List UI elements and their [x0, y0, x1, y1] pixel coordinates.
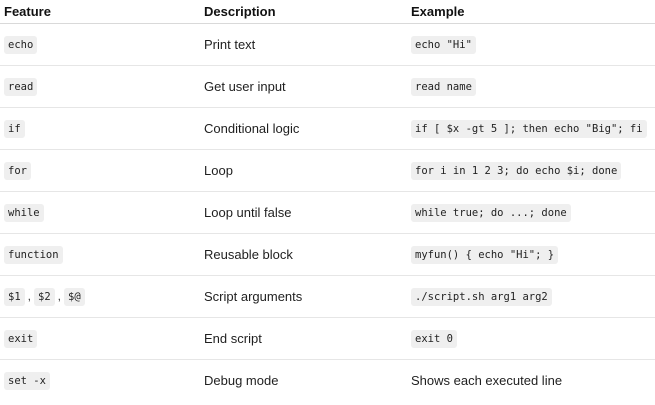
example-code: echo "Hi" [411, 35, 476, 54]
description-text: Print text [204, 36, 256, 52]
table-row: set -x Debug mode Shows each executed li… [0, 360, 655, 402]
example-code: while true; do ...; done [411, 203, 571, 222]
feature-code: function [4, 245, 63, 264]
description-text: Debug mode [204, 373, 279, 388]
description-text: End script [204, 330, 262, 346]
example-code: ./script.sh arg1 arg2 [411, 287, 552, 306]
header-example: Example [411, 3, 465, 19]
description-text: Loop until false [204, 204, 292, 220]
table-row: for Loop for i in 1 2 3; do echo $i; don… [0, 150, 655, 192]
table-row: read Get user input read name [0, 66, 655, 108]
feature-code: for [4, 161, 31, 180]
header-feature: Feature [4, 3, 51, 19]
description-text: Conditional logic [204, 120, 300, 136]
description-text: Reusable block [204, 246, 293, 262]
example-text: Shows each executed line [411, 373, 563, 388]
feature-separator: , [57, 288, 61, 303]
table-row: echo Print text echo "Hi" [0, 24, 655, 66]
example-code: read name [411, 77, 476, 96]
feature-code: exit [4, 329, 38, 348]
feature-code: $@ [64, 287, 85, 306]
feature-code: echo [4, 35, 38, 54]
description-text: Script arguments [204, 288, 303, 304]
table-row: exit End script exit 0 [0, 318, 655, 360]
description-text: Loop [204, 162, 233, 178]
feature-code: while [4, 203, 44, 222]
example-code: exit 0 [411, 329, 457, 348]
feature-code: $2 [34, 287, 55, 306]
table-header-row: Feature Description Example [0, 0, 655, 24]
feature-code: set -x [4, 372, 50, 390]
feature-code: $1 [4, 287, 25, 306]
example-code: myfun() { echo "Hi"; } [411, 245, 559, 264]
table-row: while Loop until false while true; do ..… [0, 192, 655, 234]
description-text: Get user input [204, 78, 286, 94]
feature-code: if [4, 119, 25, 138]
feature-separator: , [27, 288, 31, 303]
example-code: for i in 1 2 3; do echo $i; done [411, 161, 622, 180]
table-row: function Reusable block myfun() { echo "… [0, 234, 655, 276]
table-row: if Conditional logic if [ $x -gt 5 ]; th… [0, 108, 655, 150]
header-description: Description [204, 3, 276, 19]
table-row: $1,$2,$@ Script arguments ./script.sh ar… [0, 276, 655, 318]
example-code: if [ $x -gt 5 ]; then echo "Big"; fi [411, 119, 647, 138]
feature-code: read [4, 77, 38, 96]
